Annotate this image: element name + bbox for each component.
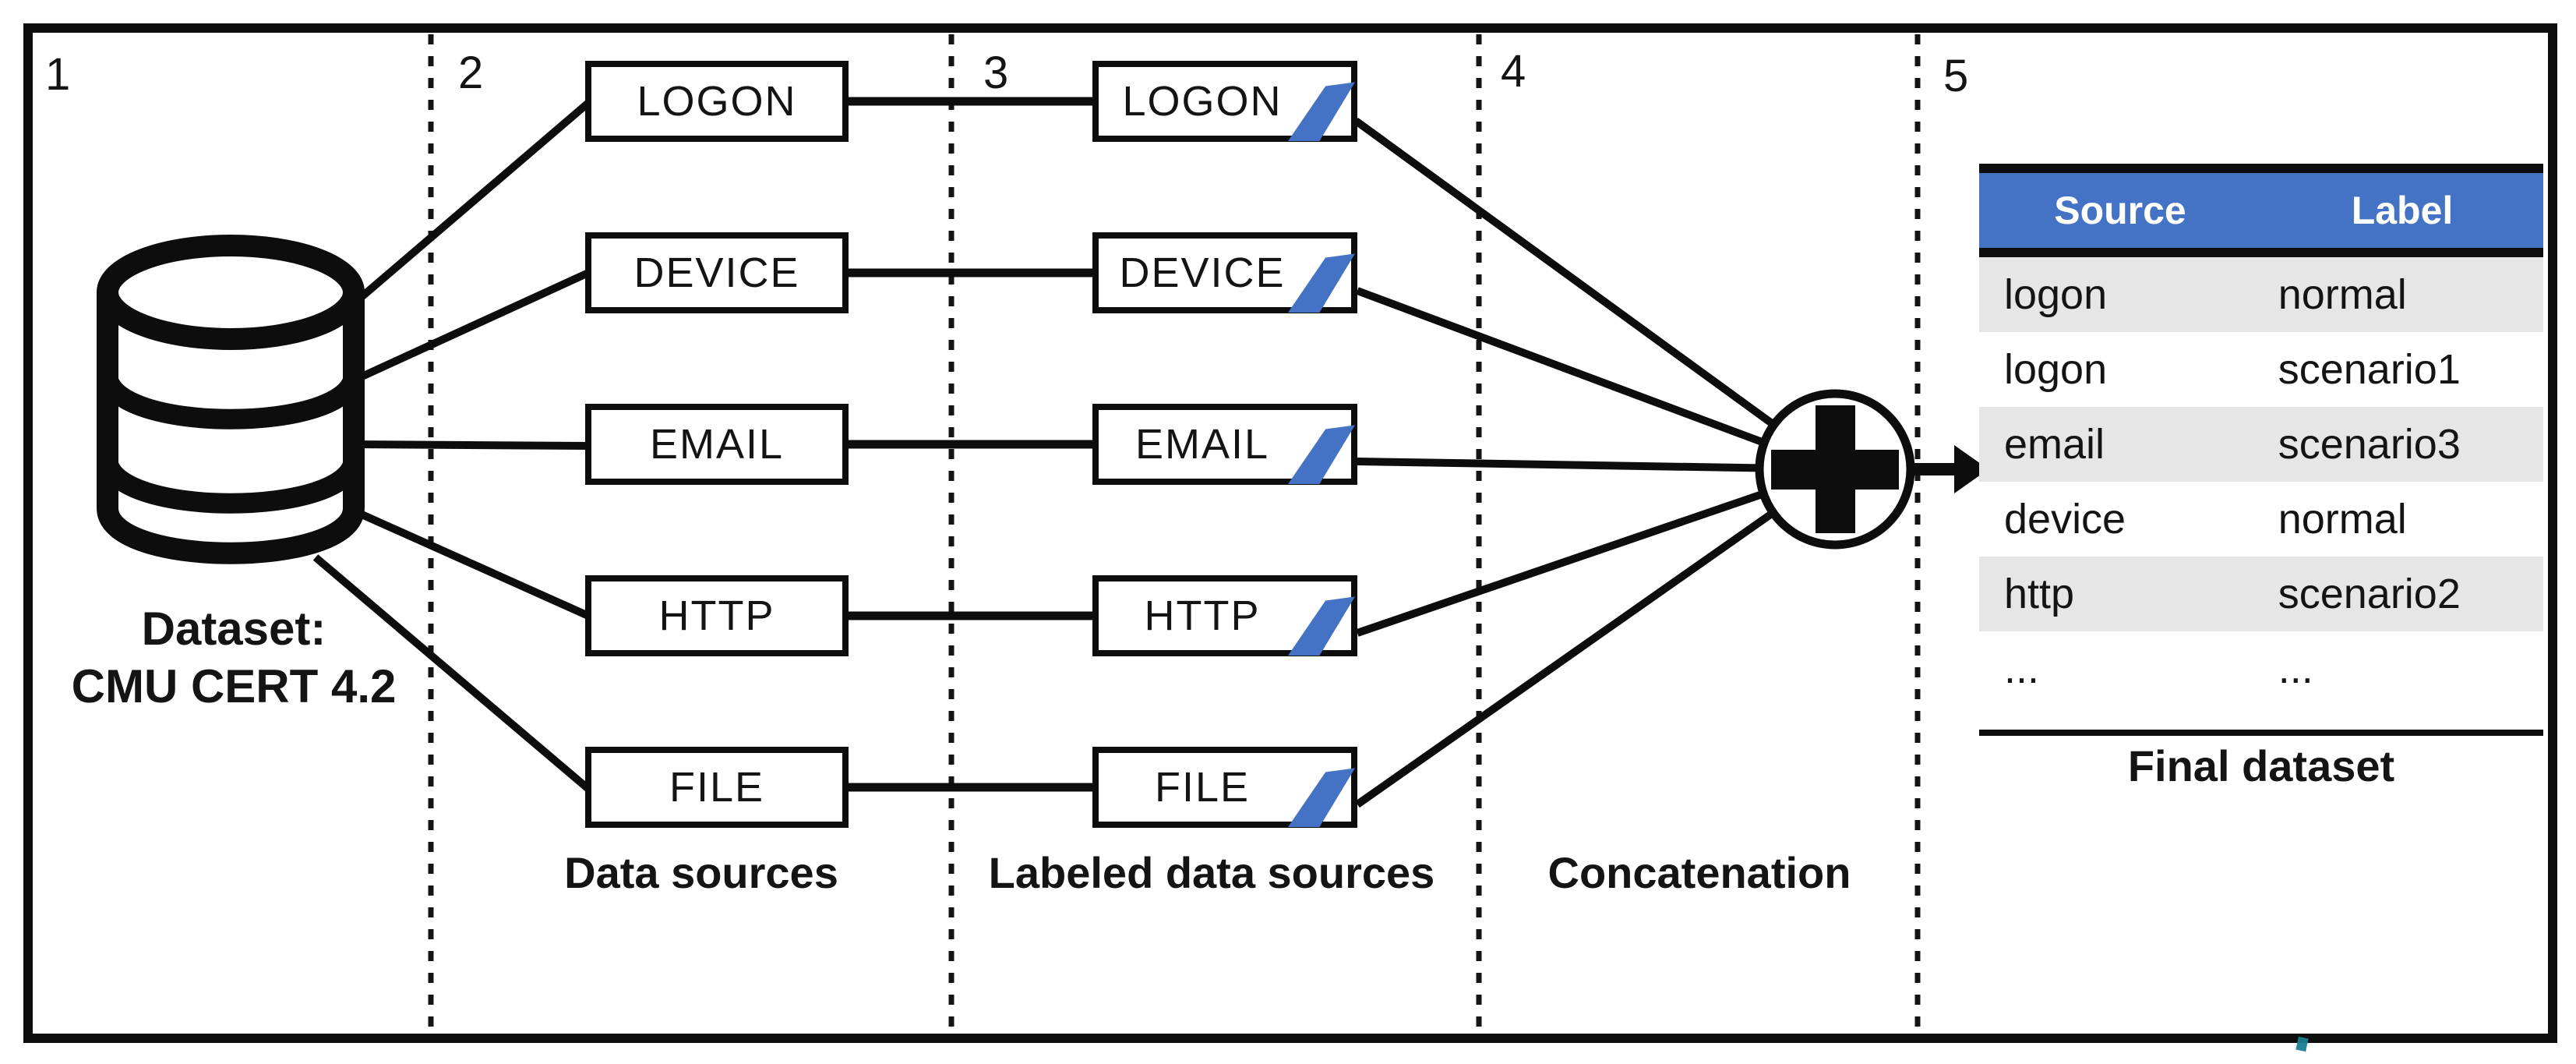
table-cell-source: logon — [2004, 271, 2108, 318]
connector-lines-labeled-to-concat — [1353, 117, 1837, 808]
database-title-line1: Dataset: — [141, 603, 326, 655]
table-header-row: Source Label — [1979, 164, 2543, 257]
table-row: logon normal — [1979, 257, 2543, 332]
database-title-line2: CMU CERT 4.2 — [71, 660, 397, 712]
labeled-source-box-http: HTTP — [1092, 575, 1357, 656]
database-icon — [97, 235, 365, 564]
data-source-label: DEVICE — [633, 249, 800, 296]
table-header-source: Source — [2054, 189, 2186, 232]
caption-data-sources: Data sources — [564, 848, 838, 897]
data-source-label: FILE — [669, 764, 765, 811]
table-cell-label: normal — [2278, 271, 2407, 318]
labeled-source-box-logon: LOGON — [1092, 61, 1357, 142]
labeled-source-label: DEVICE — [1119, 249, 1286, 296]
data-source-label: LOGON — [637, 78, 797, 125]
labeled-source-box-email: EMAIL — [1092, 404, 1357, 485]
table-caption: Final dataset — [2127, 741, 2395, 790]
connector-lines-sources-to-labeled — [845, 97, 1096, 792]
data-source-box-logon: LOGON — [585, 61, 849, 142]
table-row: email scenario3 — [1979, 407, 2543, 482]
table-cell-label: normal — [2278, 496, 2407, 543]
table-cell-source: logon — [2004, 346, 2108, 393]
table-row: device normal — [1979, 482, 2543, 557]
arrow-icon — [1912, 445, 1988, 493]
table-cell-label: scenario3 — [2278, 421, 2461, 468]
label-corner-icon — [1288, 768, 1355, 827]
table-caption-divider — [1979, 730, 2543, 736]
table-cell-source: ... — [2004, 645, 2040, 692]
data-source-label: HTTP — [658, 592, 775, 639]
data-source-box-file: FILE — [585, 747, 849, 828]
labeled-source-box-device: DEVICE — [1092, 232, 1357, 313]
table-cell-label: ... — [2278, 645, 2313, 692]
final-dataset-table: Source Label logon normal logon scenario… — [1979, 164, 2543, 791]
data-source-label: EMAIL — [649, 421, 785, 468]
data-source-box-email: EMAIL — [585, 404, 849, 485]
table-row: ... ... — [1979, 631, 2543, 706]
section-divider-lines — [428, 34, 1921, 1032]
caption-labeled-data-sources: Labeled data sources — [988, 848, 1435, 897]
data-source-box-http: HTTP — [585, 575, 849, 656]
labeled-source-label: HTTP — [1144, 592, 1261, 639]
table-header-label: Label — [2351, 189, 2454, 232]
labeled-source-label: LOGON — [1122, 78, 1283, 125]
labeled-source-box-file: FILE — [1092, 747, 1357, 828]
connector-lines-db-to-sources — [312, 100, 591, 792]
data-source-box-device: DEVICE — [585, 232, 849, 313]
section-number-1: 1 — [45, 49, 71, 100]
concat-plus-icon — [1755, 389, 1915, 550]
table-cell-source: device — [2004, 496, 2126, 543]
section-number-5: 5 — [1943, 51, 1969, 101]
caption-concatenation: Concatenation — [1547, 848, 1851, 897]
table-cell-label: scenario1 — [2278, 346, 2461, 393]
labeled-source-label: EMAIL — [1134, 421, 1270, 468]
table-row: logon scenario1 — [1979, 332, 2543, 407]
table-cell-source: email — [2004, 421, 2105, 468]
section-number-3: 3 — [983, 48, 1009, 98]
section-number-2: 2 — [458, 48, 484, 98]
table-row: http scenario2 — [1979, 557, 2543, 631]
table-cell-label: scenario2 — [2278, 571, 2461, 617]
labeled-source-label: FILE — [1154, 764, 1251, 811]
table-cell-source: http — [2004, 571, 2075, 617]
section-number-4: 4 — [1501, 46, 1526, 97]
diagram-border — [23, 23, 2557, 1043]
